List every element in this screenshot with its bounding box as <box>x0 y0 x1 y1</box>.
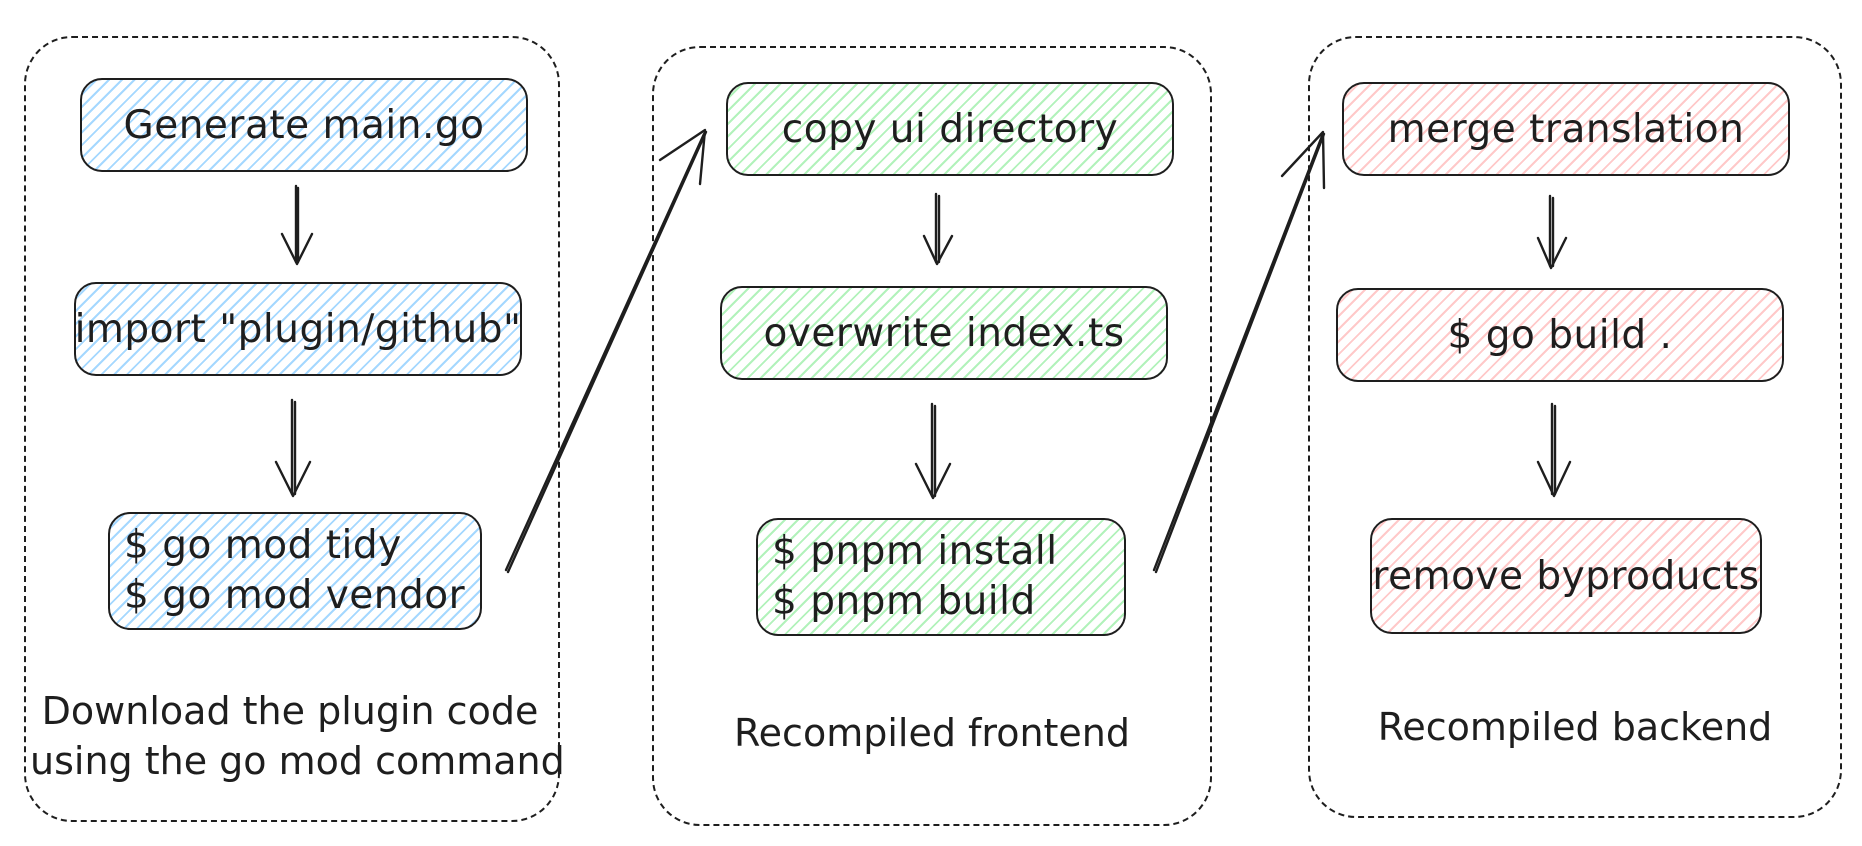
arrow-copy-to-overwrite <box>922 192 954 266</box>
group-caption-frontend: Recompiled frontend <box>652 708 1212 758</box>
node-label-line-2: $ go mod vendor <box>124 573 466 618</box>
caption-line-1: Download the plugin code <box>41 689 539 733</box>
group-caption-backend: Recompiled backend <box>1308 702 1842 752</box>
arrow-group1-to-group2 <box>504 128 708 574</box>
group-frontend <box>652 46 1212 826</box>
node-label-line-1: $ go mod tidy <box>124 523 402 568</box>
node-overwrite-index-ts: overwrite index.ts <box>720 286 1168 380</box>
group-caption-plugin-download: Download the plugin code using the go mo… <box>30 686 565 786</box>
node-merge-translation: merge translation <box>1342 82 1790 176</box>
node-label: merge translation <box>1387 106 1745 152</box>
caption-line-2: using the go mod command <box>30 739 565 783</box>
node-label-line-2: $ pnpm build <box>772 579 1036 624</box>
node-go-mod-commands: $ go mod tidy $ go mod vendor <box>108 512 482 630</box>
node-pnpm-commands: $ pnpm install $ pnpm build <box>756 518 1126 636</box>
node-label: remove byproducts <box>1372 553 1760 599</box>
node-copy-ui-directory: copy ui directory <box>726 82 1174 176</box>
node-label: $ go build . <box>1447 312 1673 358</box>
node-label-line-1: $ pnpm install <box>772 529 1058 574</box>
group-backend <box>1308 36 1842 818</box>
arrow-build-to-remove <box>1536 402 1572 498</box>
node-go-build: $ go build . <box>1336 288 1784 382</box>
node-label: overwrite index.ts <box>763 310 1125 356</box>
node-label: copy ui directory <box>781 106 1119 152</box>
arrow-generate-to-import <box>280 184 314 266</box>
caption-line-1: Recompiled backend <box>1377 705 1773 749</box>
arrow-import-to-gomod <box>274 398 312 498</box>
node-generate-main-go: Generate main.go <box>80 78 528 172</box>
caption-line-1: Recompiled frontend <box>733 711 1131 755</box>
node-import-plugin: import "plugin/github" <box>74 282 522 376</box>
arrow-group2-to-group3 <box>1152 130 1326 574</box>
arrow-overwrite-to-pnpm <box>914 402 952 500</box>
group-plugin-download <box>24 36 560 822</box>
node-remove-byproducts: remove byproducts <box>1370 518 1762 634</box>
node-label: Generate main.go <box>123 102 485 148</box>
node-label: import "plugin/github" <box>74 306 522 352</box>
arrow-merge-to-build <box>1536 194 1568 270</box>
